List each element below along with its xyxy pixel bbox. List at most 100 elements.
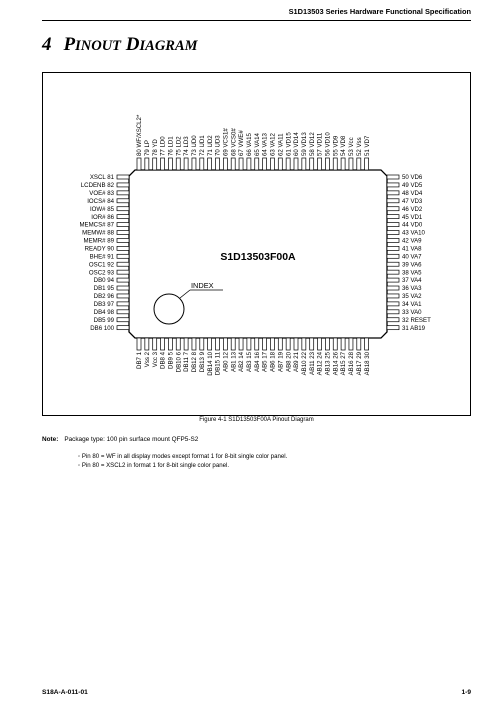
pin-label: 48 VD4: [402, 190, 423, 197]
pin-lead: [386, 222, 400, 227]
pin-label: AB11 23: [309, 351, 316, 375]
pin-label: 50 VD6: [402, 174, 423, 181]
pin-lead: [270, 337, 275, 351]
pin-lead: [183, 337, 189, 351]
pin-label: DB9 5: [168, 351, 175, 369]
pin-label: OSC1 92: [89, 261, 115, 268]
pin-label: AB6 18: [270, 351, 277, 372]
pin-lead: [386, 198, 400, 204]
pin-lead: [116, 317, 130, 323]
pin-label: 33 VA0: [402, 309, 422, 316]
pin-label: DB11 7: [183, 351, 190, 371]
pin-lead: [168, 337, 173, 351]
pin-label: 65 VA14: [254, 132, 261, 156]
pin-lead: [332, 337, 338, 351]
pin-lead: [386, 285, 400, 291]
pin-lead: [116, 190, 130, 196]
pin-label: 74 LD3: [183, 136, 190, 156]
pin-lead: [116, 301, 130, 307]
pin-label: 32 RESET: [402, 317, 431, 324]
pin-label: DB8 4: [160, 351, 167, 369]
pin-lead: [340, 337, 346, 351]
pin-lead: [301, 337, 307, 351]
pin-lead: [191, 337, 197, 351]
pin-lead: [238, 157, 244, 171]
section-number: 4: [42, 34, 52, 55]
pin-label: MEMCS# 87: [79, 222, 114, 229]
pin-lead: [277, 337, 283, 351]
pin-lead: [285, 337, 291, 351]
pin-lead: [191, 157, 197, 171]
note-text: Package type: 100 pin surface mount QFP5…: [64, 436, 199, 443]
page-header: S1D13503 Series Hardware Functional Spec…: [42, 6, 471, 21]
note: Note:Package type: 100 pin surface mount…: [42, 436, 198, 443]
chip-body: [128, 169, 388, 339]
pin-label: 46 VD2: [402, 206, 423, 213]
pin-lead: [386, 309, 400, 315]
pin-label: BHE# 91: [90, 253, 115, 260]
pin-lead: [386, 182, 400, 188]
pin-lead: [293, 337, 299, 351]
pin-label: 72 UD1: [199, 135, 206, 156]
pin-label: DB14 10: [207, 351, 214, 375]
pin-label: 70 UD3: [215, 135, 222, 156]
pin-lead: [348, 337, 354, 351]
pin-lead: [364, 157, 369, 171]
pin-lead: [152, 157, 158, 171]
pin-lead: [116, 325, 130, 331]
pin-label: Vcc 3: [152, 351, 159, 367]
pin-label: DB6 100: [90, 325, 114, 332]
pin-label: 62 VA11: [277, 133, 284, 156]
pin-label: 68 VCS0#: [230, 128, 237, 156]
pin-lead: [386, 174, 400, 180]
pin-label: 76 LD1: [168, 136, 175, 156]
pin-label: 35 VA2: [402, 293, 422, 300]
pin-lead: [254, 157, 260, 171]
pin-label: 49 VD5: [402, 182, 423, 189]
chip-part-name: S1D13503F00A: [220, 251, 296, 263]
pin-label: 45 VD1: [402, 214, 423, 221]
pin-label: 54 VD8: [340, 135, 347, 156]
pin-lead: [325, 337, 330, 351]
pin-lead: [285, 157, 291, 171]
pin-label: 71 UD2: [207, 135, 214, 156]
pin-lead: [116, 261, 130, 267]
pin-lead: [317, 337, 322, 351]
chip-outline: [128, 169, 388, 339]
pin-lead: [207, 157, 212, 171]
pin-label: AB5 17: [262, 351, 269, 372]
pin-label: 36 VA3: [402, 285, 422, 292]
index-pointer: [179, 289, 191, 299]
pin-label: DB12 8: [191, 351, 198, 372]
pin-lead: [215, 337, 220, 351]
pin-lead: [325, 157, 330, 171]
pin-label: MEMW# 88: [82, 230, 114, 237]
figure-caption: Figure 4-1 S1D13503F00A Pinout Diagram: [199, 417, 314, 423]
pin-lead: [356, 337, 362, 351]
pin-lead: [116, 230, 130, 235]
pin-lead: [144, 337, 150, 351]
index-mark: [153, 293, 185, 325]
pin-label: 42 VA9: [402, 238, 422, 245]
pin-label: 53 Vcc: [348, 137, 355, 156]
pin-lead: [386, 261, 400, 267]
pin-label: 77 LD0: [160, 136, 167, 156]
pin-lead: [199, 157, 205, 171]
pin-lead: [207, 337, 212, 351]
pin-lead: [116, 285, 130, 291]
pin-lead: [136, 337, 142, 351]
pin-label: 79 LP: [144, 140, 151, 156]
pin-label: 63 VA12: [270, 132, 277, 156]
pin-label: XSCL 81: [90, 174, 115, 181]
pin-lead: [301, 157, 307, 171]
note-bullet: ◦ Pin 80 = WF in all display modes excep…: [78, 453, 288, 460]
pin-label: 47 VD3: [402, 198, 423, 205]
pin-label: AB4 16: [254, 351, 261, 372]
pin-lead: [116, 309, 130, 315]
pin-label: DB5 99: [94, 317, 115, 324]
pin-label: 39 VA6: [402, 261, 422, 268]
